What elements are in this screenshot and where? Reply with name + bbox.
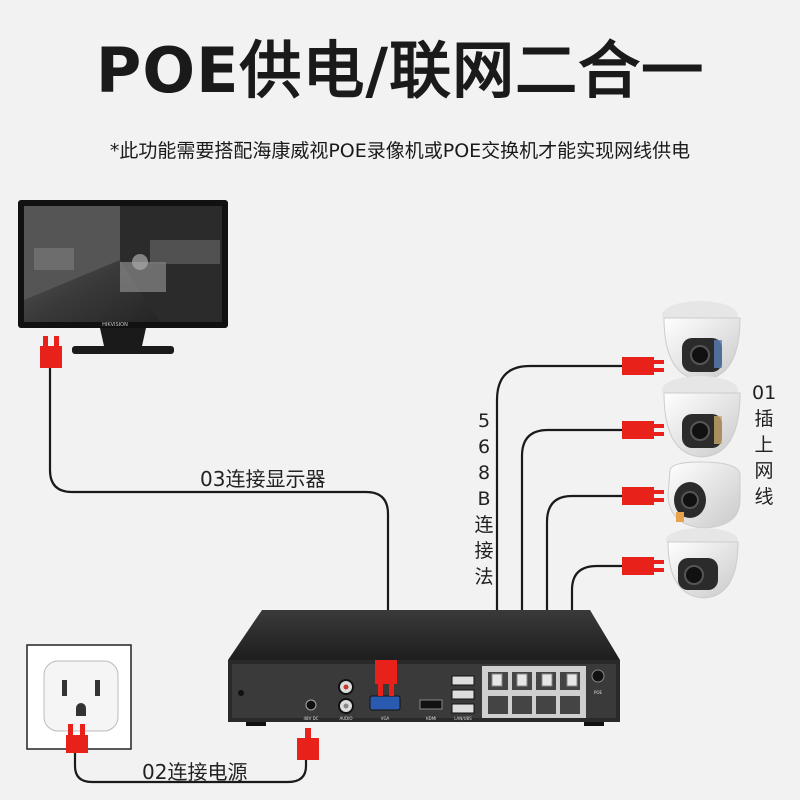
nvr-vga-connector (375, 660, 397, 696)
plug-network-label: 01 插上网线 (752, 380, 776, 510)
monitor-vga-connector (40, 336, 62, 368)
camera-cable-4 (570, 564, 622, 676)
power-connection-label: 02连接电源 (142, 760, 248, 784)
plug-network-char: 上 (754, 434, 774, 456)
power-plug-connector (66, 724, 88, 753)
page-title: POE供电/联网二合一 (95, 34, 705, 107)
camera-4 (666, 528, 739, 599)
wall-outlet (26, 644, 132, 750)
monitor-brand: HIKVISION (102, 322, 128, 328)
wiring-method-char: 连 (474, 514, 494, 536)
vga-port-label: VGA (381, 716, 390, 721)
wiring-method-char: B (477, 488, 491, 510)
page-subtitle: *此功能需要搭配海康威视POE录像机或POE交换机才能实现网线供电 (109, 140, 691, 162)
plug-network-char: 插 (754, 408, 774, 430)
camera-cable-2 (520, 428, 622, 676)
wiring-method-char: 接 (474, 540, 494, 562)
camera-connector-2 (622, 421, 664, 439)
power-port-label: 48V DC (304, 716, 319, 721)
camera-cable-1 (495, 364, 622, 676)
camera-connector-4 (622, 557, 664, 575)
vga-cable (48, 368, 390, 660)
nvr-power-connector (297, 728, 319, 760)
wiring-method-char: 法 (474, 566, 494, 588)
camera-cable-3 (545, 494, 622, 676)
display-connection-label: 03连接显示器 (200, 467, 326, 491)
plug-network-char: 线 (754, 486, 774, 508)
camera-2 (662, 376, 741, 458)
plug-network-char: 网 (754, 460, 774, 482)
hdmi-port-label: HDMI (426, 716, 437, 721)
poe-port-plugs (491, 673, 578, 687)
monitor: HIKVISION (18, 200, 228, 354)
plug-network-char: 01 (752, 382, 777, 404)
camera-1 (662, 301, 741, 381)
nvr-recorder: VGA HDMI LAN/UBS POE AUDIO 48V DC (228, 610, 620, 726)
audio-port-label: AUDIO (339, 716, 352, 721)
lan-port-label: LAN/UBS (454, 716, 472, 721)
poe-port-label: POE (594, 690, 603, 695)
camera-connector-1 (622, 357, 664, 375)
camera-3 (667, 461, 741, 529)
power-cable (73, 752, 308, 784)
wiring-method-char: 8 (477, 462, 491, 484)
camera-connector-3 (622, 487, 664, 505)
wiring-method-char: 6 (477, 436, 491, 458)
wiring-method-char: 5 (477, 410, 491, 432)
cables (48, 364, 622, 784)
